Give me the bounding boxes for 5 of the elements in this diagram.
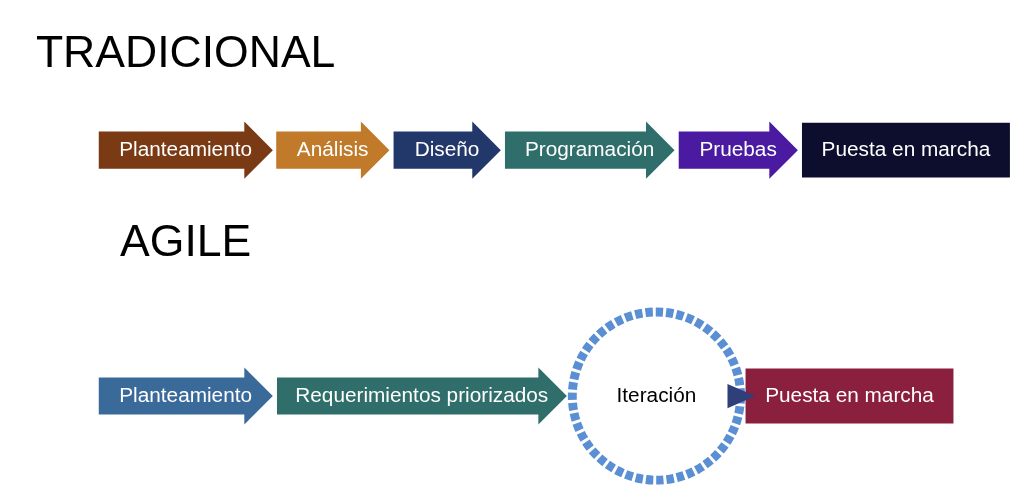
arrow xyxy=(727,383,756,408)
node-box: Puesta en marcha xyxy=(745,368,954,424)
label: TRADICIONAL xyxy=(35,26,336,76)
node-box: Puesta en marcha xyxy=(801,122,1010,178)
label: AGILE xyxy=(120,215,252,265)
